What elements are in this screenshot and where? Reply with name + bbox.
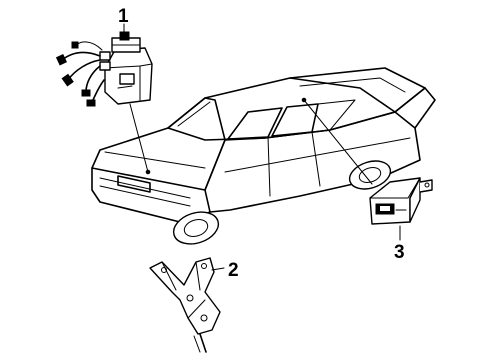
callout-number-2: 2	[228, 260, 239, 281]
leader-line-1-to-car	[129, 103, 149, 173]
sedan-vehicle-illustration	[91, 67, 436, 245]
leader-line-2	[211, 267, 225, 271]
callout-number-1: 1	[118, 6, 129, 27]
abs-actuator-part-1	[55, 31, 153, 107]
leader-line-3-to-car	[303, 99, 373, 185]
leader-lines	[123, 23, 401, 271]
callout-number-3: 3	[394, 242, 405, 263]
mounting-bracket-part-2	[149, 257, 221, 353]
abs-control-unit-part-3	[369, 177, 433, 225]
